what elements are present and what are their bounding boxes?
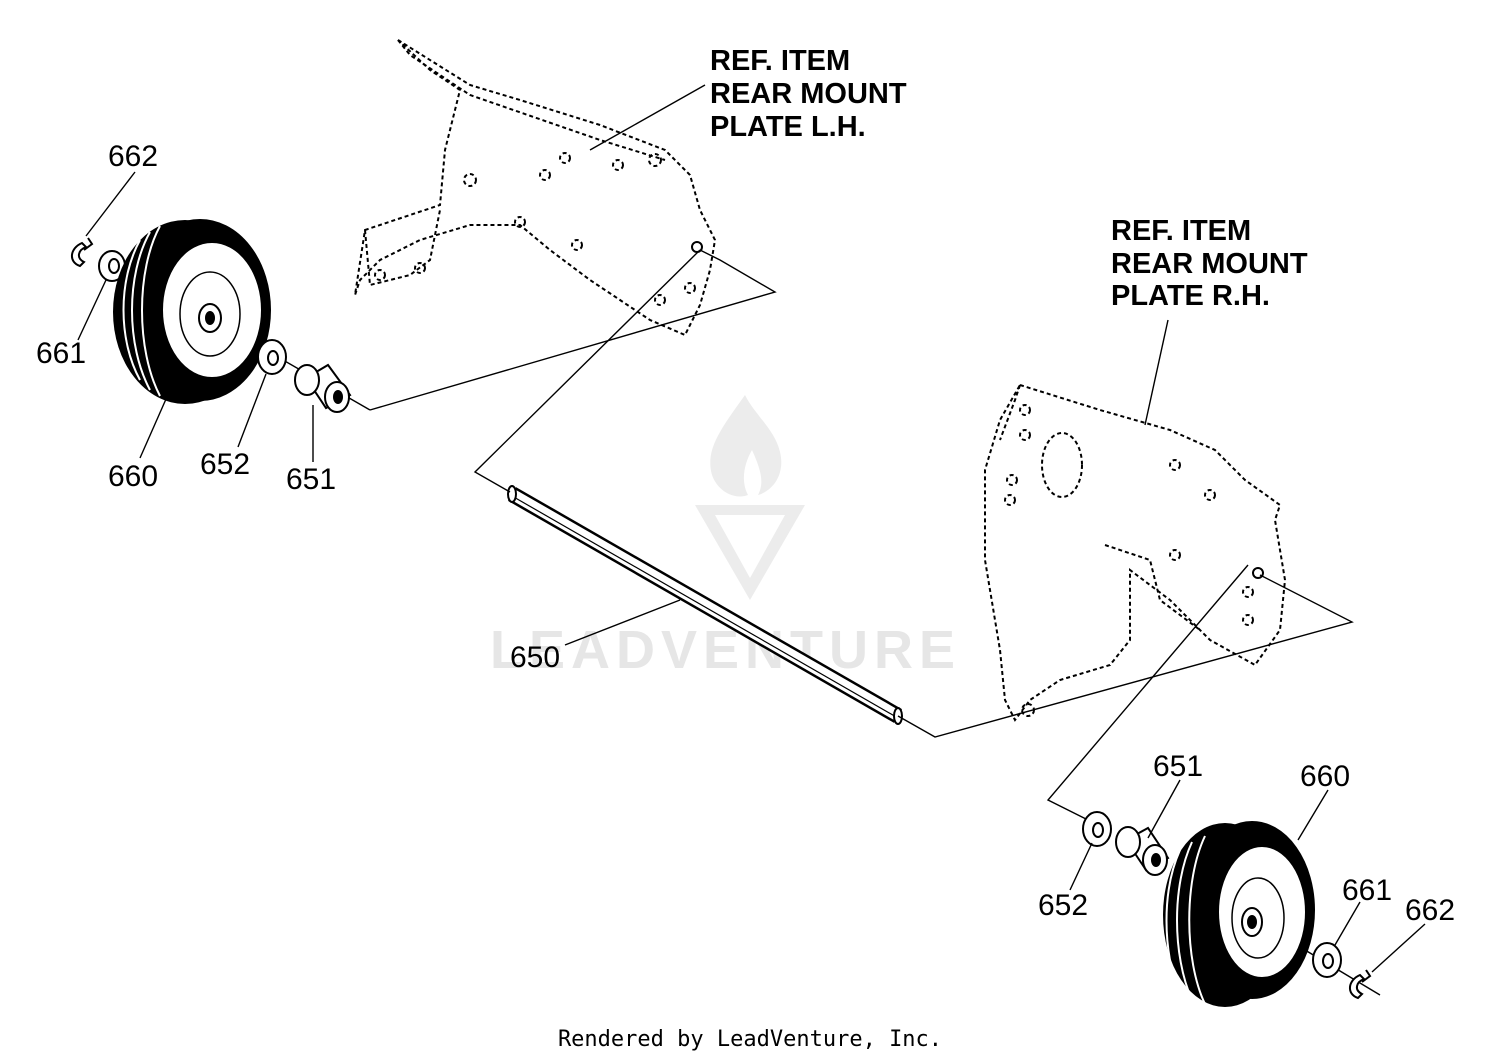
watermark-flame-icon	[695, 395, 805, 600]
axle-650	[507, 485, 903, 725]
part-label-left-washer-outer: 661	[36, 337, 86, 370]
ref-label-left-plate: REF. ITEM REAR MOUNT PLATE L.H.	[710, 45, 907, 143]
ref-label-line: REAR MOUNT	[1111, 248, 1308, 280]
ref-label-line: PLATE R.H.	[1111, 280, 1270, 312]
e-clip-icon	[71, 237, 94, 268]
left-wheel-assembly	[71, 219, 352, 413]
rear-mount-plate-rh	[984, 383, 1287, 722]
washer-icon	[257, 339, 287, 375]
part-label-right-washer-outer: 661	[1342, 874, 1392, 907]
ref-label-line: REAR MOUNT	[710, 78, 907, 110]
part-label-axle: 650	[510, 641, 560, 674]
rear-mount-plate-lh	[354, 39, 717, 337]
spacer-icon	[294, 363, 352, 413]
label-leaders	[77, 84, 1426, 973]
footer-credit: Rendered by LeadVenture, Inc.	[558, 1027, 942, 1052]
wheel-icon	[113, 219, 271, 404]
part-label-right-clip: 662	[1405, 894, 1455, 927]
e-clip-icon	[1349, 969, 1372, 1000]
ref-label-line: REF. ITEM	[710, 45, 850, 77]
part-label-left-spacer: 651	[286, 463, 336, 496]
watermark: LEADVENTURE	[490, 395, 961, 680]
spacer-icon	[1115, 826, 1170, 876]
part-labels: 662 661 660 652 651 650 651 660 652 661 …	[36, 140, 1455, 927]
washer-icon	[1312, 942, 1342, 978]
wheel-icon	[1163, 821, 1315, 1007]
ref-label-right-plate: REF. ITEM REAR MOUNT PLATE R.H.	[1111, 215, 1308, 312]
part-label-right-washer-inner: 652	[1038, 889, 1088, 922]
right-wheel-assembly	[1082, 811, 1372, 1007]
washer-icon	[1082, 811, 1112, 847]
ref-label-line: REF. ITEM	[1111, 215, 1251, 247]
part-label-left-washer-inner: 652	[200, 448, 250, 481]
part-label-left-clip: 662	[108, 140, 158, 173]
ref-label-line: PLATE L.H.	[710, 111, 866, 143]
part-label-right-spacer: 651	[1153, 750, 1203, 783]
part-label-right-wheel: 660	[1300, 760, 1350, 793]
watermark-text: LEADVENTURE	[490, 620, 961, 680]
part-label-left-wheel: 660	[108, 460, 158, 493]
